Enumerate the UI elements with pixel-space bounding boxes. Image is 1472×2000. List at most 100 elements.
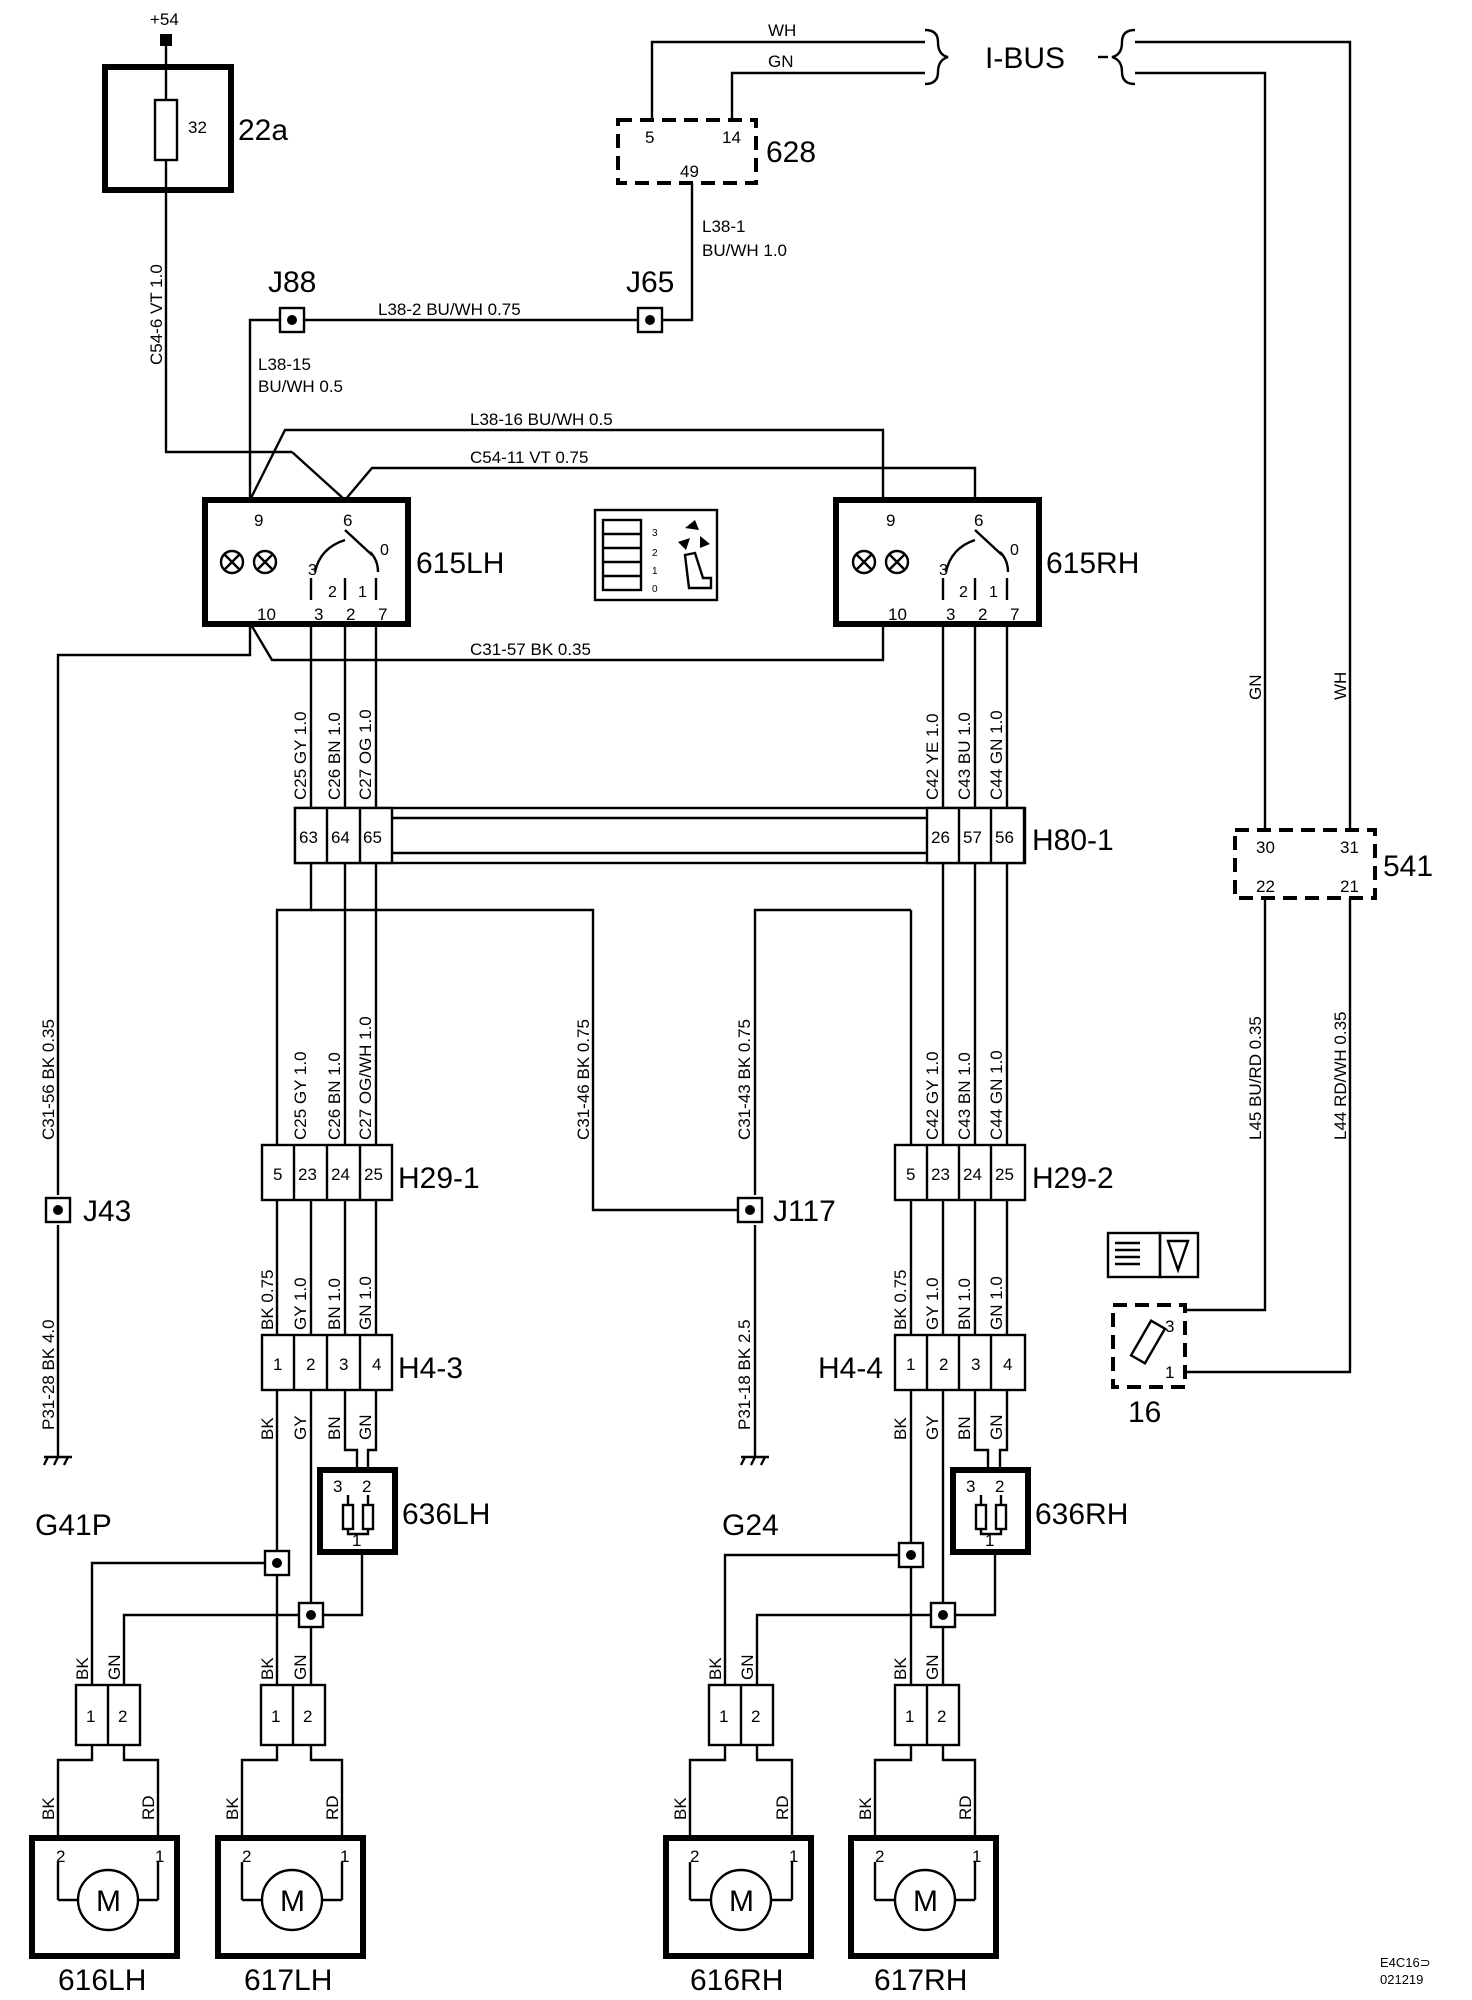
m616lh-rd: RD	[139, 1795, 158, 1820]
lh-low-bn: BN 1.0	[325, 1278, 344, 1330]
m541-pin30: 30	[1256, 838, 1275, 857]
rh-pin10: 10	[888, 605, 907, 624]
switch-615rh: 9 6 10 3 2 7 3 2 1 0 615RH	[833, 497, 1139, 627]
h4-3-pin1: 1	[273, 1355, 282, 1374]
m617lh-bk2: BK	[223, 1797, 242, 1820]
m617rh-gn: GN	[923, 1655, 942, 1681]
mc617lh-pin1: 1	[271, 1707, 280, 1726]
j43-label: J43	[83, 1195, 131, 1228]
h29-1-pin24: 24	[331, 1165, 350, 1184]
m616rh-symbol: M	[729, 1885, 754, 1918]
footer-code: E4C16⊃	[1380, 1955, 1431, 1970]
m628-pin14: 14	[722, 128, 741, 147]
m16-id: 16	[1128, 1396, 1161, 1429]
lh-below-gy: GY	[291, 1415, 310, 1440]
m616lh-pin1: 1	[155, 1847, 164, 1866]
mc616rh-pin2: 2	[751, 1707, 760, 1726]
wire-c54-6: C54-6 VT 1.0	[147, 264, 166, 365]
m541-id: 541	[1383, 850, 1433, 883]
j65-label: J65	[626, 266, 674, 299]
ibus-gn-label: GN	[768, 52, 794, 71]
h29-1-id: H29-1	[398, 1162, 480, 1195]
lh-upper-c26: C26 BN 1.0	[325, 712, 344, 800]
h4-3-pin4: 4	[372, 1355, 381, 1374]
wire-l38-1: L38-1	[702, 217, 745, 236]
rh-pos0: 0	[1010, 542, 1019, 559]
lh-pin7: 7	[378, 605, 387, 624]
seat-heat-icon: 3 2 1 0	[593, 508, 719, 602]
h4-4-pin3: 3	[971, 1355, 980, 1374]
wire-c31-56: C31-56 BK 0.35	[39, 1019, 58, 1140]
switch-615lh: 9 6 10 3 2 7 3 2 1 0 615LH	[202, 497, 504, 627]
lh-upper-c25: C25 GY 1.0	[291, 711, 310, 800]
lower-splices	[263, 1541, 957, 1629]
m617lh-pin2: 2	[242, 1847, 251, 1866]
m617lh-bk: BK	[258, 1657, 277, 1680]
rh-pin9: 9	[886, 511, 895, 530]
m616lh-gn: GN	[105, 1655, 124, 1681]
lh-upper-c27: C27 OG 1.0	[356, 709, 375, 800]
lh-pin2: 2	[346, 605, 355, 624]
h80-id: H80-1	[1032, 824, 1114, 857]
m628-pin5: 5	[645, 128, 654, 147]
h29-1-pin5: 5	[273, 1165, 282, 1184]
module-541: 30 31 22 21 541	[1233, 828, 1433, 900]
wire-c54-11: C54-11 VT 0.75	[470, 448, 588, 467]
m616lh-id: 616LH	[58, 1964, 146, 1997]
connector-h29-1: 5 23 24 25 H29-1	[260, 1143, 480, 1202]
lh-pos1: 1	[358, 584, 367, 601]
lh-pin6: 6	[343, 511, 352, 530]
m616lh-pin2: 2	[56, 1847, 65, 1866]
mc617rh-pin1: 1	[905, 1707, 914, 1726]
m617rh-bk: BK	[891, 1657, 910, 1680]
h4-3-pin2: 2	[306, 1355, 315, 1374]
lh-low-gn: GN 1.0	[356, 1276, 375, 1330]
h4-4-pin4: 4	[1003, 1355, 1012, 1374]
rh-low-gn: GN 1.0	[987, 1276, 1006, 1330]
r636lh-id: 636LH	[402, 1498, 490, 1531]
supply-54: +54	[150, 10, 179, 46]
rh-below-gn: GN	[987, 1415, 1006, 1441]
m616lh-bk2: BK	[39, 1797, 58, 1820]
r636rh-pin1: 1	[985, 1531, 994, 1550]
rh-pin2: 2	[978, 605, 987, 624]
rh-pos3: 3	[939, 562, 948, 579]
module-628: 5 14 49 628	[616, 118, 816, 185]
icon-level0: 0	[652, 584, 658, 595]
lh-low-gy: GY 1.0	[291, 1277, 310, 1330]
rh-mid-c42: C42 GY 1.0	[923, 1051, 942, 1140]
ground-g41p: G41P	[35, 1455, 112, 1542]
h4-4-pin1: 1	[906, 1355, 915, 1374]
h29-2-pin24: 24	[963, 1165, 982, 1184]
j117-label: J117	[773, 1195, 836, 1228]
wire-p31-28: P31-28 BK 4.0	[39, 1319, 58, 1430]
m616rh-bk: BK	[706, 1657, 725, 1680]
icon-level1: 1	[652, 566, 658, 577]
m616rh-bk2: BK	[671, 1797, 690, 1820]
rh-pin7: 7	[1010, 605, 1019, 624]
wire-wh-vert: WH	[1331, 672, 1350, 700]
h80-pin26: 26	[931, 828, 950, 847]
m628-id: 628	[766, 136, 816, 169]
rh-below-gy: GY	[923, 1415, 942, 1440]
r636lh-pin1: 1	[352, 1531, 361, 1550]
motor-617rh: 2 1 M 617RH	[848, 1835, 999, 1997]
motor-616rh: 2 1 M 616RH	[663, 1835, 814, 1997]
h4-3-pin3: 3	[339, 1355, 348, 1374]
h80-pin64: 64	[331, 828, 350, 847]
lh-low-bk: BK 0.75	[258, 1270, 277, 1331]
mc617rh-pin2: 2	[937, 1707, 946, 1726]
h29-2-id: H29-2	[1032, 1162, 1114, 1195]
m617rh-symbol: M	[913, 1885, 938, 1918]
m617rh-pin1: 1	[972, 1847, 981, 1866]
m616rh-pin2: 2	[690, 1847, 699, 1866]
lh-pos0: 0	[380, 542, 389, 559]
m617lh-id: 617LH	[244, 1964, 332, 1997]
r636lh-pin2: 2	[362, 1477, 371, 1496]
m616rh-id: 616RH	[690, 1964, 783, 1997]
m541-pin31: 31	[1340, 838, 1359, 857]
fuse-id: 22a	[238, 114, 288, 147]
below-h4-labels: BK GY BN GN BK GY BN GN	[258, 1415, 1006, 1441]
sensor-16: 3 1 16	[1106, 1231, 1200, 1429]
fuse-number: 32	[188, 118, 207, 137]
